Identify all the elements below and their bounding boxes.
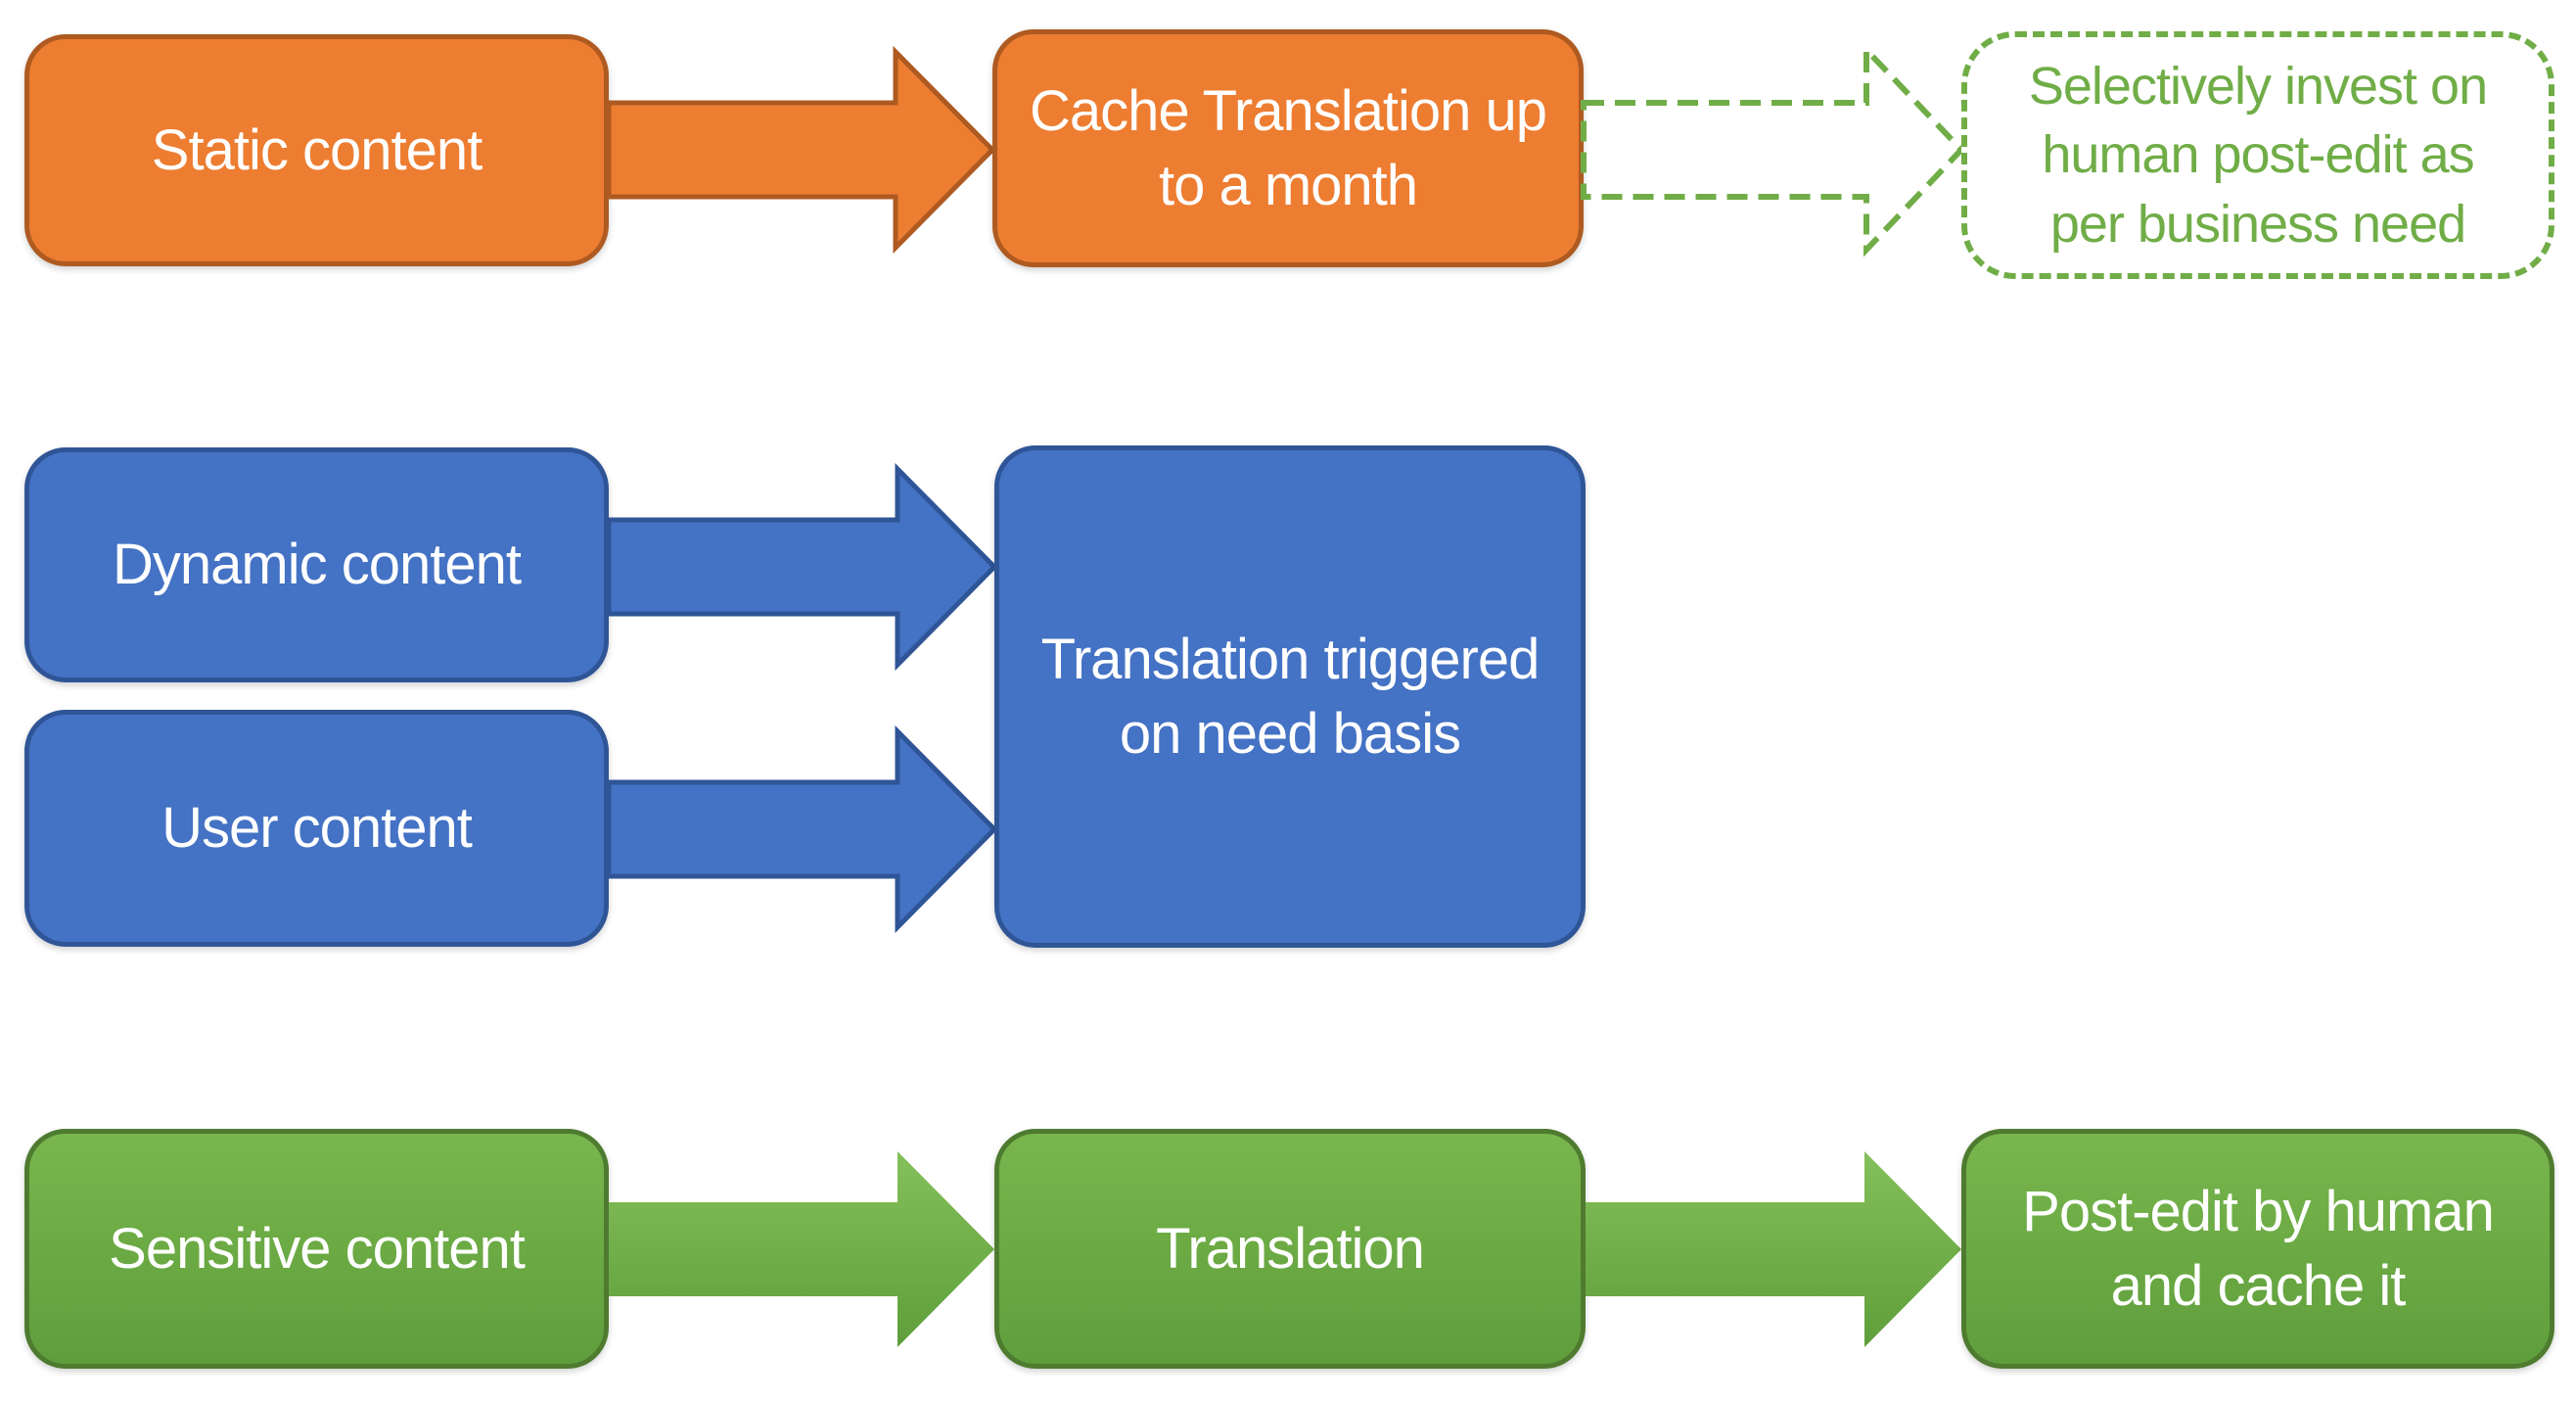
arrow-static-to-cache: [606, 45, 996, 255]
node-postedit-by-human: Post-edit by human and cache it: [1961, 1129, 2554, 1369]
node-translation-triggered: Translation triggered on need basis: [994, 445, 1586, 948]
node-label: Dynamic content: [113, 533, 522, 597]
node-label: User content: [161, 796, 473, 861]
node-label: Translation triggered on need basis: [1040, 628, 1541, 766]
node-sensitive-content: Sensitive content: [24, 1129, 609, 1369]
node-label: Sensitive content: [109, 1216, 526, 1281]
node-dynamic-content: Dynamic content: [24, 447, 609, 682]
node-label: Translation: [1156, 1216, 1425, 1281]
arrow-sensitive-to-translation: [609, 1151, 994, 1347]
arrow-dynamic-to-triggered: [606, 462, 998, 672]
node-label: Selectively invest on human post-edit as…: [2028, 57, 2488, 254]
arrow-user-to-triggered: [606, 724, 998, 934]
node-static-content: Static content: [24, 34, 609, 266]
node-label: Static content: [151, 117, 483, 182]
arrow-cache-to-selective-dashed: [1581, 42, 1966, 257]
arrow-translation-to-postedit: [1586, 1151, 1961, 1347]
node-user-content: User content: [24, 710, 609, 947]
node-cache-translation: Cache Translation up to a month: [992, 29, 1584, 267]
node-selective-invest: Selectively invest on human post-edit as…: [1961, 31, 2554, 279]
node-label: Cache Translation up to a month: [1029, 79, 1547, 217]
node-translation: Translation: [994, 1129, 1586, 1369]
node-label: Post-edit by human and cache it: [2022, 1180, 2495, 1318]
